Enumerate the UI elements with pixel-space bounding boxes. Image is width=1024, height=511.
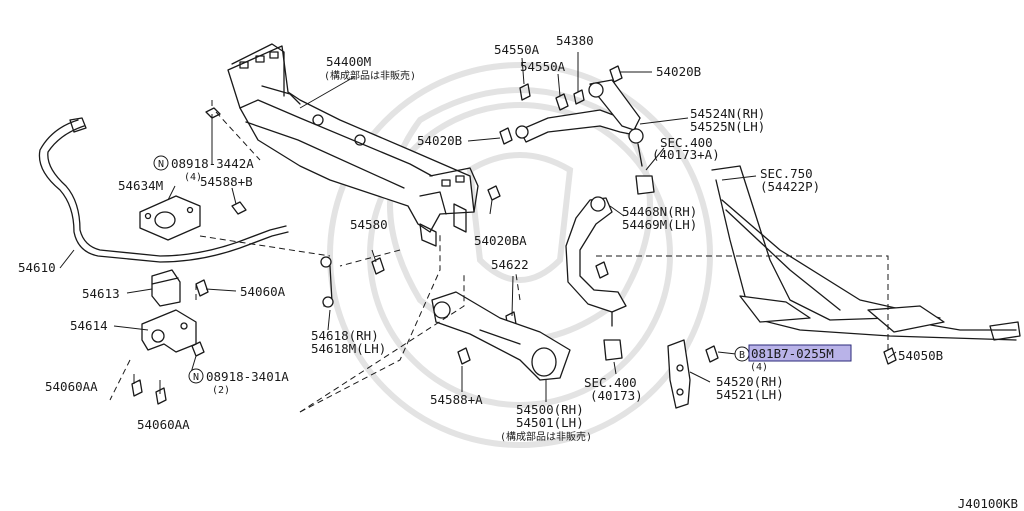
b-marker: B: [734, 346, 750, 362]
label-54618m-lh[interactable]: 54618M(LH): [311, 341, 386, 356]
label-54525n-lh[interactable]: 54525N(LH): [690, 119, 765, 134]
label-08918-3442a[interactable]: 08918-3442A: [171, 156, 254, 171]
label-54521-lh[interactable]: 54521(LH): [716, 387, 784, 402]
ball-joint-40173a: [635, 175, 655, 195]
suspension-member-54400m[interactable]: [227, 43, 479, 247]
label-54020b-left[interactable]: 54020B: [417, 133, 462, 148]
label-54501-note: (構成部品は非販売): [500, 430, 592, 443]
label-54020b-top[interactable]: 54020B: [656, 64, 701, 79]
label-sec750-ref: (54422P): [760, 179, 820, 194]
compression-rod-54468n[interactable]: [565, 196, 627, 327]
label-54469m-lh[interactable]: 54469M(LH): [622, 217, 697, 232]
label-54468n-rh[interactable]: 54468N(RH): [622, 204, 697, 219]
label-54501-lh[interactable]: 54501(LH): [516, 415, 584, 430]
label-54614[interactable]: 54614: [70, 318, 108, 333]
bracket-54520[interactable]: [667, 339, 691, 409]
label-08918-3401a[interactable]: 08918-3401A: [206, 369, 289, 384]
label-54060aa-2[interactable]: 54060AA: [137, 417, 190, 432]
label-sec400-a-ref: (40173+A): [652, 147, 720, 162]
label-sec400-b-ref: (40173): [590, 388, 643, 403]
label-54050b[interactable]: 54050B: [898, 348, 943, 363]
label-sec400-a[interactable]: SEC.400: [660, 135, 713, 150]
label-54588b[interactable]: 54588+B: [200, 174, 253, 189]
stabilizer-clamp-54634m[interactable]: [139, 195, 201, 241]
n-marker-2-label: N: [193, 372, 199, 383]
label-08918-3401a-qty: (2): [212, 385, 230, 396]
label-54550a-1[interactable]: 54550A: [494, 42, 540, 57]
label-08918-3442a-qty: (4): [184, 172, 202, 183]
label-54060a[interactable]: 54060A: [240, 284, 286, 299]
label-54588a[interactable]: 54588+A: [430, 392, 483, 407]
highlighted-part-box: [748, 344, 852, 362]
diagram-code: J40100KB: [958, 496, 1018, 511]
n-marker-1: N: [153, 155, 169, 171]
stabilizer-bar-54610[interactable]: [38, 117, 289, 263]
stabilizer-link-54618[interactable]: [320, 256, 334, 308]
label-081b7-0255m-qty: (4): [750, 362, 768, 373]
stabilizer-bracket-54614[interactable]: [141, 309, 197, 353]
ball-joint-40173: [603, 339, 623, 361]
label-54580[interactable]: 54580: [350, 217, 388, 232]
leader-lines: [59, 52, 897, 413]
label-54610[interactable]: 54610: [18, 260, 56, 275]
label-081b7-0255m[interactable]: 081B7-0255M: [751, 346, 834, 361]
label-54550a-2[interactable]: 54550A: [520, 59, 566, 74]
label-54622[interactable]: 54622: [491, 257, 529, 272]
member-stay-sec750: [711, 165, 1021, 341]
label-54020ba[interactable]: 54020BA: [474, 233, 527, 248]
label-54634m[interactable]: 54634M: [118, 178, 163, 193]
n-marker-1-label: N: [158, 159, 164, 170]
stabilizer-bushing-54613[interactable]: [151, 269, 181, 307]
label-54060aa-1[interactable]: 54060AA: [45, 379, 98, 394]
label-54400m[interactable]: 54400M: [326, 54, 371, 69]
n-marker-2: N: [188, 368, 204, 384]
label-54400m-note: (構成部品は非販売): [324, 69, 416, 82]
label-54524n-rh[interactable]: 54524N(RH): [690, 106, 765, 121]
upper-link-54524n[interactable]: [515, 79, 644, 167]
label-54520-rh[interactable]: 54520(RH): [716, 374, 784, 389]
label-sec400-b[interactable]: SEC.400: [584, 375, 637, 390]
label-54613[interactable]: 54613: [82, 286, 120, 301]
label-sec750[interactable]: SEC.750: [760, 166, 813, 181]
label-54618-rh[interactable]: 54618(RH): [311, 328, 379, 343]
label-54380[interactable]: 54380: [556, 33, 594, 48]
b-marker-label: B: [739, 350, 745, 361]
fasteners: [131, 65, 897, 405]
part-labels: 54400M (構成部品は非販売) 08918-3442A (4) 54634M…: [18, 33, 1018, 511]
label-54500-rh[interactable]: 54500(RH): [516, 402, 584, 417]
transverse-link-54500[interactable]: [431, 291, 571, 381]
